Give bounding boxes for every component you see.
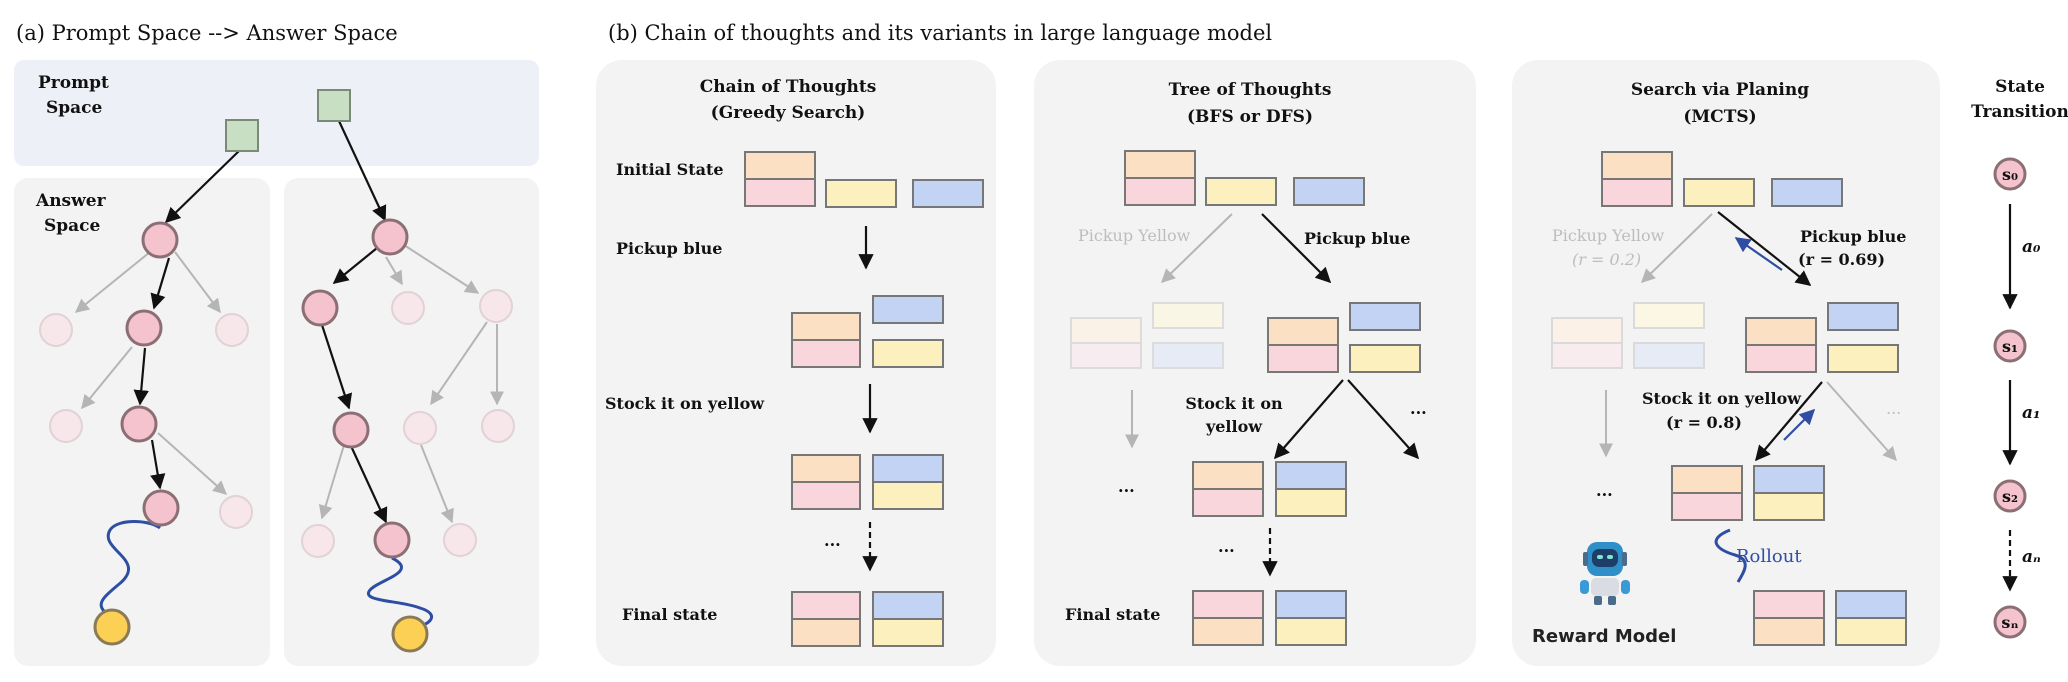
rollout-label: Rollout [1736,546,1802,567]
action-a0: a₀ [2022,237,2041,257]
cot-stock-label: Stock it on yellow [605,394,765,413]
state-s2: s₂ [2002,487,2018,506]
tot-states [1070,150,1421,646]
mcts-stock-label: Stock it on yellow [1642,389,1802,408]
action-an: aₙ [2022,547,2041,567]
state-transition-title-1: State [1995,77,2045,97]
cot-initial-state-label: Initial State [616,160,724,179]
answer-space-label-2: Space [44,216,101,236]
mcts-states [1551,151,1907,646]
mcts-reward-stock: (r = 0.8) [1666,413,1742,432]
cot-final-state-label: Final state [622,605,717,624]
answer-space-label-1: Answer [35,191,107,211]
prompt-node-right [317,89,351,122]
prompt-space-label-1: Prompt [38,73,109,93]
mcts-panel [1512,60,1940,666]
cot-ellipsis: ... [824,531,841,550]
mcts-reward-yellow: (r = 0.2) [1572,250,1641,269]
cot-states [744,151,984,647]
mcts-ellipsis-right: ... [1886,399,1901,418]
left-search-tree [39,119,259,646]
tot-title-1: Tree of Thoughts [1169,80,1332,100]
tot-ellipsis-left: ... [1118,477,1135,496]
prompt-node-left [225,119,259,152]
state-s1: s₁ [2002,337,2018,356]
mcts-title-1: Search via Planing [1631,80,1809,100]
tot-ellipsis-right: ... [1410,399,1427,418]
state-transition-chain [1993,157,2027,639]
tot-pickup-yellow-label: Pickup Yellow [1078,226,1191,245]
part-a-heading: (a) Prompt Space --> Answer Space [16,21,398,45]
tot-ellipsis-bottom: ... [1218,537,1235,556]
tot-stock-label-1: Stock it on [1185,394,1283,413]
action-a1: a₁ [2022,403,2040,423]
left-answer-node [93,608,131,646]
part-b-heading: (b) Chain of thoughts and its variants i… [608,21,1272,45]
mcts-pickup-blue-label: Pickup blue [1800,227,1906,246]
rollout-path [1714,528,1747,583]
state-s0: s₀ [2002,165,2018,184]
mcts-title-2: (MCTS) [1683,107,1756,127]
cot-title-1: Chain of Thoughts [700,77,877,97]
prompt-space-label-2: Space [46,98,103,118]
reward-model-label: Reward Model [1532,626,1676,647]
tot-final-state-label: Final state [1065,605,1160,624]
cot-title-2: (Greedy Search) [711,103,866,123]
mcts-ellipsis-left: ... [1596,481,1613,500]
cot-pickup-blue-label: Pickup blue [616,239,722,258]
mcts-reward-blue: (r = 0.69) [1798,250,1885,269]
robot-icon [1580,542,1630,605]
tot-title-2: (BFS or DFS) [1187,107,1313,127]
tot-stock-label-2: yellow [1205,417,1263,436]
right-answer-node [391,615,429,653]
state-sn: sₙ [2001,613,2018,632]
tot-panel [1034,60,1476,666]
prompt-space-region [14,60,539,166]
state-transition-title-2: Transition [1971,102,2068,122]
right-search-tree [301,89,515,653]
tot-pickup-blue-label: Pickup blue [1304,229,1410,248]
mcts-pickup-yellow-label: Pickup Yellow [1552,226,1665,245]
